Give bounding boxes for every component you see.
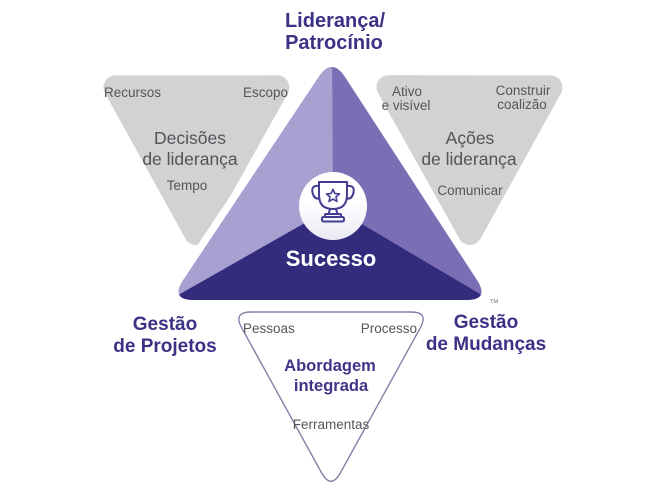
change-management-label-line2: de Mudanças [426, 334, 546, 355]
right-heading-line1: Ações [446, 128, 495, 148]
bottom-heading-line1: Abordagem [284, 357, 376, 375]
right-corner-ativo-line1: Ativo [392, 84, 422, 99]
leadership-actions-triangle [376, 75, 563, 245]
left-corner-tempo: Tempo [167, 178, 208, 193]
right-corner-construir-line1: Construir [496, 83, 551, 98]
right-corner-ativo-line2: e visível [382, 98, 431, 113]
project-management-label-line1: Gestão [133, 314, 197, 335]
bottom-corner-pessoas: Pessoas [243, 321, 295, 336]
left-corner-recursos: Recursos [104, 85, 161, 100]
success-label: Sucesso [286, 246, 377, 271]
left-heading-line2: de liderança [142, 149, 238, 169]
trademark-symbol: ™ [489, 298, 499, 309]
right-corner-construir-line2: coalizão [497, 97, 547, 112]
bottom-corner-ferramentas: Ferramentas [293, 417, 370, 432]
bottom-corner-processo: Processo [361, 321, 417, 336]
bottom-heading-line2: integrada [294, 377, 369, 395]
project-management-label-line2: de Projetos [113, 336, 216, 357]
left-corner-escopo: Escopo [243, 85, 288, 100]
right-heading-line2: de liderança [421, 149, 517, 169]
title-line2: Patrocínio [285, 32, 383, 54]
left-heading-line1: Decisões [154, 128, 226, 148]
title-line1: Liderança/ [285, 10, 385, 32]
leadership-decisions-triangle [103, 75, 290, 245]
integrated-approach-triangle [238, 311, 424, 482]
success-circle [299, 172, 367, 240]
trophy-icon [311, 181, 355, 223]
change-management-label-line1: Gestão [454, 312, 518, 333]
right-corner-comunicar: Comunicar [437, 183, 503, 198]
